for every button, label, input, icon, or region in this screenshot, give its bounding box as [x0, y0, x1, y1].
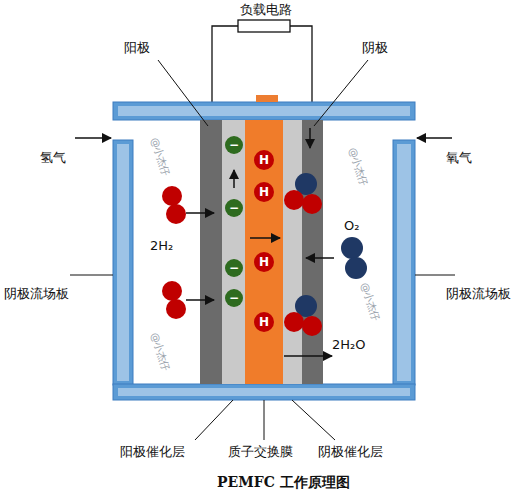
cathode-plate	[302, 120, 323, 384]
node-text: H	[259, 186, 269, 198]
load-circuit-label: 负载电路	[240, 2, 292, 18]
membrane	[245, 120, 283, 384]
electron-circle: −	[225, 136, 243, 154]
node-text: H	[259, 256, 269, 268]
formula-label: 2H₂	[150, 238, 173, 254]
proton-circle: H	[254, 312, 274, 332]
node-text: −	[229, 262, 239, 274]
flow-arrows	[75, 128, 452, 356]
node-text: H	[259, 154, 269, 166]
watermark: @小杰仔	[357, 281, 383, 323]
electron-circle: −	[225, 289, 243, 307]
node-text: H	[259, 316, 269, 328]
flow-plate-label: 阴极流场板	[446, 286, 511, 302]
watermark: @小杰仔	[147, 331, 173, 373]
caption: PEMFC 工作原理图	[217, 474, 350, 490]
oxygen-label: 氧气	[446, 150, 472, 166]
watermark: @小杰仔	[147, 136, 173, 178]
caption-box: PEMFC 工作原理图	[217, 474, 350, 492]
node-text: −	[229, 292, 239, 304]
resistor-symbol	[238, 20, 290, 32]
flow-plate-label: 阴极流场板	[4, 286, 69, 302]
watermark: @小杰仔	[345, 146, 371, 188]
anode-plate	[200, 120, 222, 384]
electron-circle: −	[225, 259, 243, 277]
flow-plates	[113, 95, 415, 400]
catalyst-label: 阳极催化层	[120, 444, 185, 460]
catalyst-label: 阴极催化层	[318, 444, 383, 460]
anode-label: 阳极	[124, 40, 150, 56]
node-text: −	[229, 139, 239, 151]
formula-label: O₂	[344, 218, 359, 234]
proton-circle: H	[254, 150, 274, 170]
proton-circle: H	[254, 252, 274, 272]
hydrogen-label: 氢气	[40, 150, 66, 166]
anode-catalyst	[222, 120, 245, 384]
formula-label: 2H₂O	[332, 337, 366, 353]
proton-circle: H	[254, 182, 274, 202]
electron-circle: −	[225, 199, 243, 217]
cathode-catalyst	[283, 120, 302, 384]
leader-lines	[70, 60, 455, 440]
cathode-label: 阴极	[362, 40, 388, 56]
node-text: −	[229, 202, 239, 214]
oxygen-molecule	[341, 237, 367, 279]
water-molecules	[284, 173, 322, 336]
membrane-label: 质子交换膜	[228, 444, 293, 460]
